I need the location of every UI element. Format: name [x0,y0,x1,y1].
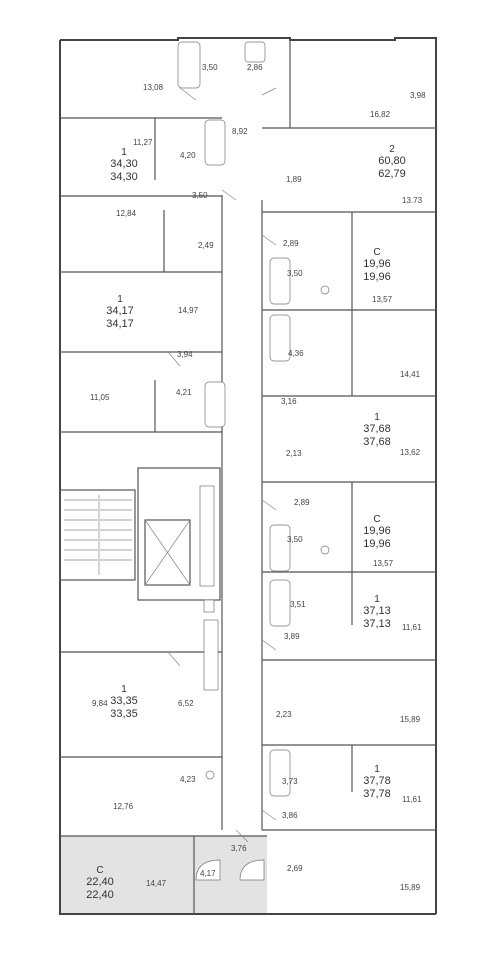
apartment-label: C 19,96 19,96 [363,514,391,550]
room-area: 9,84 [92,699,108,708]
room-area: 16,82 [370,110,391,119]
svg-text:1: 1 [374,594,380,605]
room-area: 11,61 [402,623,422,632]
svg-text:1: 1 [374,412,380,423]
room-area: 13.73 [402,196,423,205]
svg-text:19,96: 19,96 [363,271,391,283]
svg-text:2: 2 [389,144,395,155]
bathroom-fixtures [177,41,330,881]
room-area: 13,57 [372,295,393,304]
room-area: 8,92 [232,127,248,136]
left-partitions [60,117,267,914]
room-area: 15,89 [400,715,421,724]
svg-text:33,35: 33,35 [110,695,138,707]
room-area: 2,23 [276,710,292,719]
svg-text:62,79: 62,79 [378,168,406,180]
svg-text:22,40: 22,40 [86,889,114,901]
room-area: 3,50 [202,63,218,72]
svg-text:1: 1 [121,684,127,695]
room-area: 4,17 [200,869,216,878]
svg-text:34,30: 34,30 [110,171,138,183]
room-area: 14,41 [400,370,421,379]
room-area: 2,86 [247,63,263,72]
room-area: 12,84 [116,209,137,218]
door-swings [167,87,277,843]
room-area: 2,89 [294,498,310,507]
room-area: 2,13 [286,449,302,458]
room-area-labels: 3,50 2,86 13,08 16,82 3,98 8,92 11,27 4,… [90,63,426,892]
svg-text:37,68: 37,68 [363,436,391,448]
room-area: 6,52 [178,699,194,708]
room-area: 4,20 [180,151,196,160]
room-area: 2,69 [287,864,303,873]
corridor-walls [221,195,263,830]
room-area: 11,61 [402,795,422,804]
room-area: 3,86 [282,811,298,820]
apartment-label: 1 37,78 37,78 [363,764,391,800]
apartment-labels: 1 34,30 34,30 2 60,80 62,79 C 19,96 19,9… [86,144,406,901]
room-area: 3,50 [287,269,303,278]
room-area: 3,73 [282,777,298,786]
apartment-label: 2 60,80 62,79 [378,144,406,180]
svg-text:37,78: 37,78 [363,788,391,800]
right-partitions [262,40,436,831]
svg-text:37,78: 37,78 [363,775,391,787]
room-area: 11,05 [90,393,110,402]
svg-text:34,30: 34,30 [110,158,138,170]
room-area: 1,89 [286,175,302,184]
apartment-label: C 19,96 19,96 [363,247,391,283]
svg-text:22,40: 22,40 [86,876,114,888]
svg-text:37,68: 37,68 [363,423,391,435]
svg-text:1: 1 [117,294,123,305]
room-area: 3,50 [192,191,208,200]
apartment-label: 1 33,35 33,35 [110,684,138,720]
room-area: 3,16 [281,397,297,406]
apartment-label: 1 34,30 34,30 [110,147,138,183]
room-area: 4,36 [288,349,304,358]
apartment-label: 1 37,68 37,68 [363,412,391,448]
room-area: 13,62 [400,448,421,457]
svg-text:37,13: 37,13 [363,618,391,630]
room-area: 14,47 [146,879,167,888]
room-area: 4,23 [180,775,196,784]
svg-text:C: C [96,865,103,876]
highlighted-apartment [60,836,267,914]
svg-text:60,80: 60,80 [378,155,406,167]
room-area: 15,89 [400,883,421,892]
svg-text:C: C [373,514,380,525]
svg-text:34,17: 34,17 [106,305,134,317]
svg-text:37,13: 37,13 [363,605,391,617]
room-area: 3,76 [231,844,247,853]
room-area: 3,94 [177,350,193,359]
svg-text:1: 1 [374,764,380,775]
room-area: 2,89 [283,239,299,248]
room-area: 3,51 [290,600,306,609]
room-area: 11,27 [133,138,153,147]
svg-text:C: C [373,247,380,258]
room-area: 13,57 [373,559,394,568]
svg-text:19,96: 19,96 [363,538,391,550]
svg-text:19,96: 19,96 [363,258,391,270]
room-area: 13,08 [143,83,164,92]
svg-text:34,17: 34,17 [106,318,134,330]
room-area: 4,21 [176,388,192,397]
apartment-label: C 22,40 22,40 [86,865,114,901]
svg-text:1: 1 [121,147,127,158]
room-area: 3,89 [284,632,300,641]
room-area: 12,76 [113,802,134,811]
svg-text:33,35: 33,35 [110,708,138,720]
apartment-label: 1 37,13 37,13 [363,594,391,630]
room-area: 14,97 [178,306,199,315]
svg-text:19,96: 19,96 [363,525,391,537]
room-area: 3,50 [287,535,303,544]
stair-core [59,467,221,691]
apartment-label: 1 34,17 34,17 [106,294,134,330]
room-area: 2,49 [198,241,214,250]
room-area: 3,98 [410,91,426,100]
